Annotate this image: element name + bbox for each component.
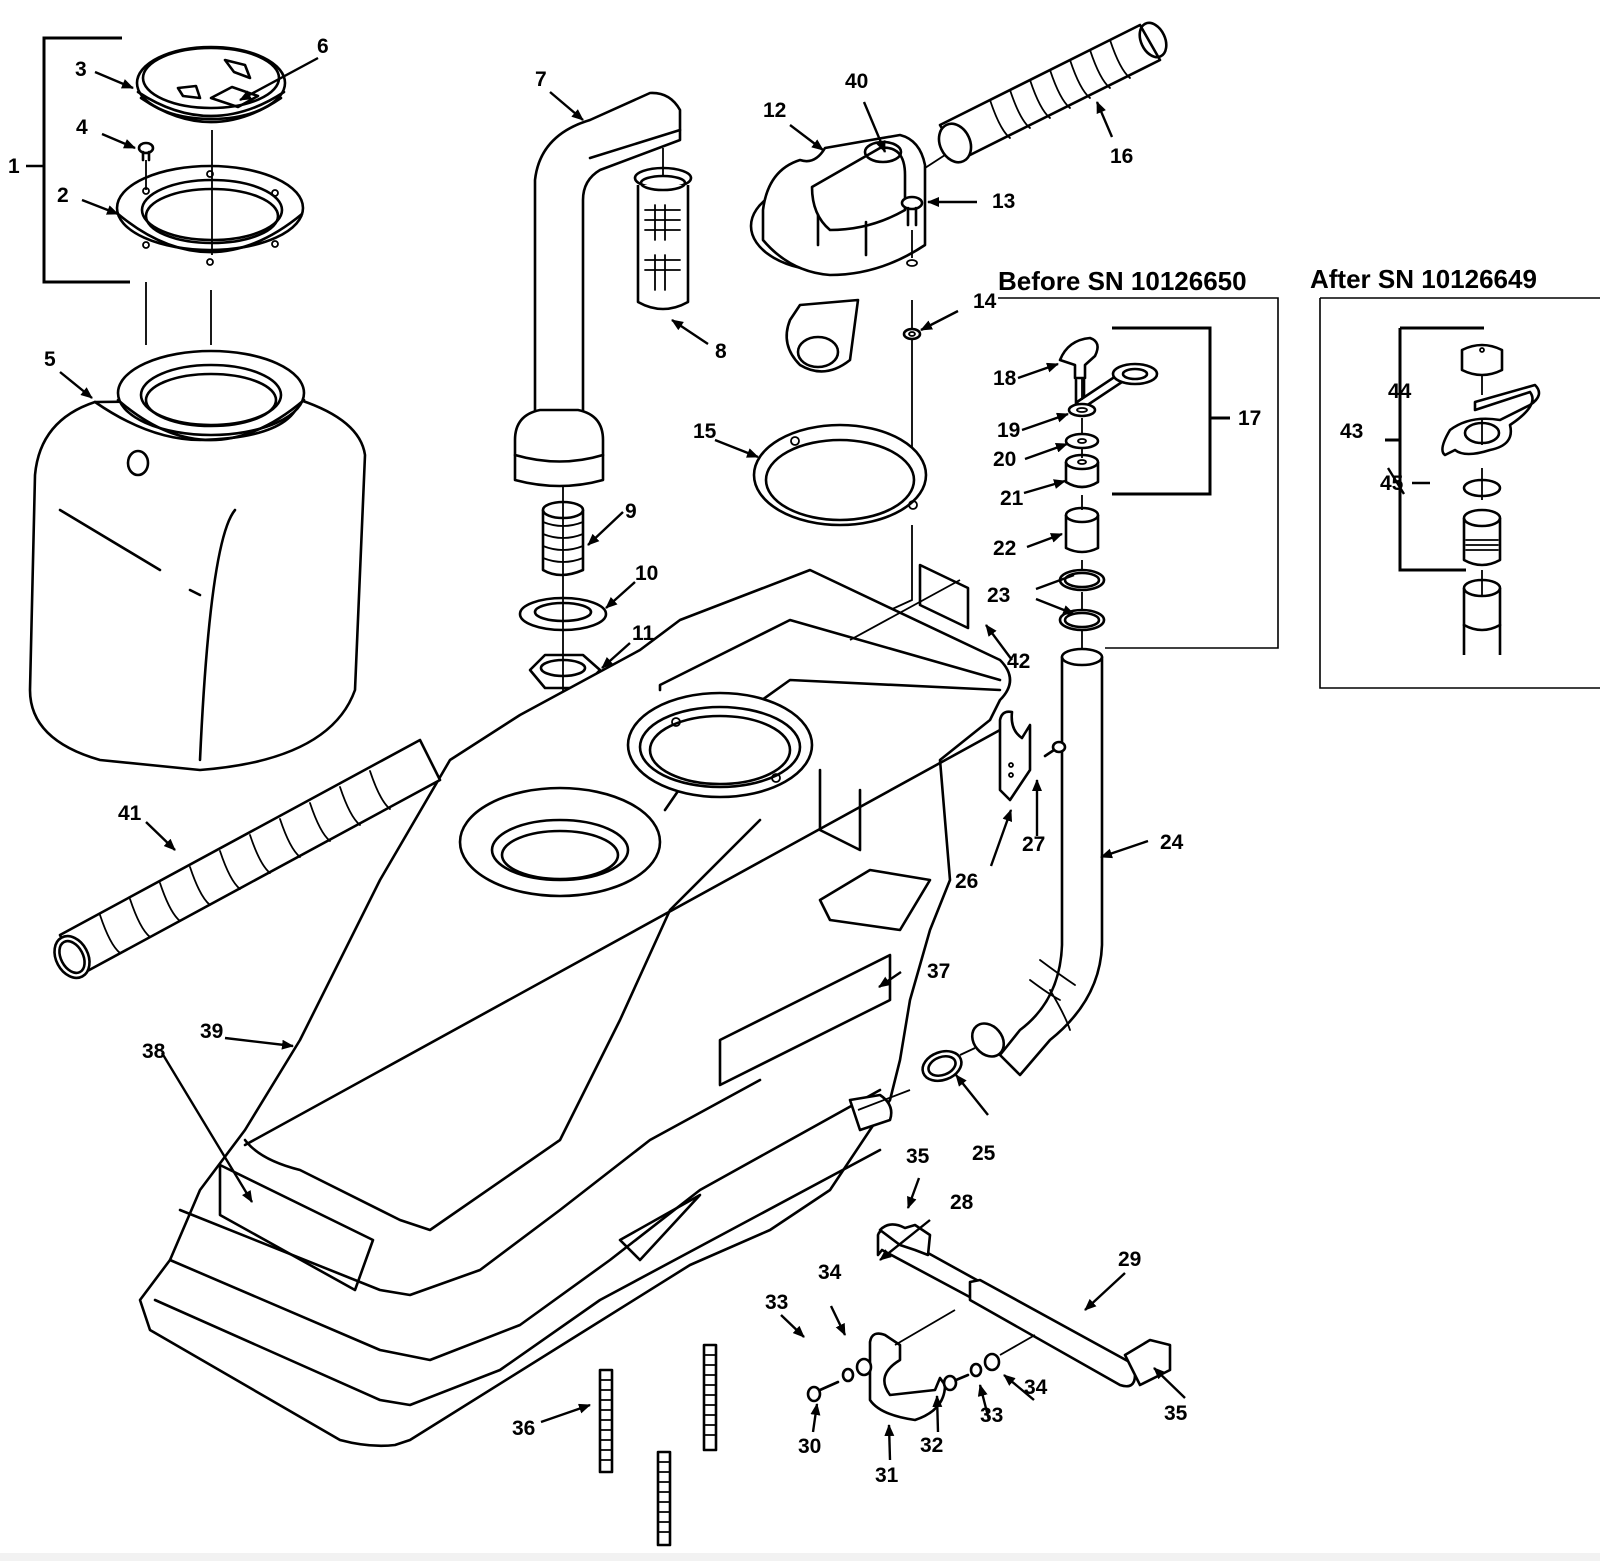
page-footer-strip [0, 1553, 1600, 1561]
decal-38 [218, 1163, 375, 1292]
hose-41 [53, 738, 442, 980]
callout-32: 32 [920, 1434, 943, 1457]
washer-20 [1064, 432, 1100, 450]
float-housing-12 [749, 133, 927, 373]
callout-6: 6 [317, 35, 329, 58]
hook-26 [998, 710, 1032, 802]
callout-2: 2 [57, 184, 69, 207]
callout-7: 7 [535, 68, 547, 91]
washer-14 [902, 327, 922, 341]
callout-30: 30 [798, 1435, 821, 1458]
callout-20: 20 [993, 448, 1016, 471]
callout-26: 26 [955, 870, 978, 893]
callout-labels: 1 2 3 4 5 6 7 8 9 10 11 12 13 14 15 16 1… [8, 35, 1412, 1487]
callout-41: 41 [118, 802, 142, 825]
gasket-15 [752, 423, 928, 527]
leader-arrows [59, 56, 1430, 1461]
callout-45: 45 [1380, 472, 1404, 495]
recovery-tank-body-39 [138, 568, 1012, 1448]
callout-9: 9 [625, 500, 637, 523]
springs-36 [598, 1343, 718, 1547]
callout-11: 11 [632, 622, 655, 645]
callout-24: 24 [1160, 831, 1184, 854]
drain-hose-24 [970, 647, 1104, 1077]
strainer-8 [633, 166, 693, 311]
callout-33-right: 33 [980, 1404, 1003, 1427]
callout-27: 27 [1022, 833, 1045, 856]
callout-35-top: 35 [906, 1145, 930, 1168]
callout-25: 25 [972, 1142, 996, 1165]
strap-19 [1067, 362, 1159, 418]
callout-12: 12 [763, 99, 786, 122]
callout-28: 28 [950, 1191, 974, 1214]
callout-36: 36 [512, 1417, 535, 1440]
callout-21: 21 [1000, 487, 1024, 510]
callout-39: 39 [200, 1020, 223, 1043]
cap-after-sn [1460, 343, 1504, 377]
callout-43: 43 [1340, 420, 1363, 443]
hose-clamp-25 [921, 1049, 963, 1083]
lid-assembly-bracket [26, 36, 130, 284]
cap-label-decal [209, 85, 260, 109]
tank-5 [28, 349, 367, 772]
callout-1: 1 [8, 155, 20, 178]
callout-34-right: 34 [1024, 1376, 1048, 1399]
screw-27 [1043, 740, 1067, 758]
lockwashers-33 [841, 1362, 983, 1383]
tank-cap [135, 45, 287, 124]
washers-34 [855, 1352, 1001, 1377]
screw-32 [942, 1373, 970, 1392]
callout-40: 40 [845, 70, 868, 93]
screw-13 [900, 195, 924, 267]
strap-44 [1441, 383, 1541, 457]
callout-42: 42 [1007, 650, 1030, 673]
coupler-after-sn [1462, 508, 1502, 567]
callout-19: 19 [997, 419, 1020, 442]
decal-42 [849, 563, 970, 641]
callout-44: 44 [1388, 380, 1412, 403]
bracket-29 [968, 1278, 1172, 1388]
callout-34-left: 34 [818, 1261, 842, 1284]
callout-3: 3 [75, 58, 87, 81]
callout-18: 18 [993, 367, 1017, 390]
callout-10: 10 [635, 562, 658, 585]
callout-17: 17 [1238, 407, 1261, 430]
callout-16: 16 [1110, 145, 1133, 168]
callout-33-left: 33 [765, 1291, 788, 1314]
screw-4 [137, 141, 155, 162]
hose-16 [937, 21, 1168, 164]
callout-15: 15 [693, 420, 717, 443]
callout-35-bottom: 35 [1164, 1402, 1188, 1425]
callout-31: 31 [875, 1464, 899, 1487]
after-sn-heading: After SN 10126649 [1310, 264, 1537, 294]
callout-29: 29 [1118, 1248, 1141, 1271]
callout-13: 13 [992, 190, 1015, 213]
plug-21 [1064, 453, 1100, 489]
callout-4: 4 [76, 116, 88, 139]
callout-14: 14 [973, 290, 997, 313]
callout-22: 22 [993, 537, 1016, 560]
t-handle-18 [1058, 336, 1099, 412]
callout-23: 23 [987, 584, 1010, 607]
callout-5: 5 [44, 348, 56, 371]
callout-8: 8 [715, 340, 727, 363]
coupler-22 [1064, 506, 1100, 554]
before-sn-heading: Before SN 10126650 [998, 266, 1247, 296]
callout-38: 38 [142, 1040, 166, 1063]
mounting-ring-2 [115, 164, 305, 266]
callout-37: 37 [927, 960, 950, 983]
decal-37 [718, 953, 892, 1087]
bent-tube-7 [513, 91, 682, 488]
screw-30 [806, 1380, 840, 1403]
strap-31 [868, 1332, 947, 1422]
